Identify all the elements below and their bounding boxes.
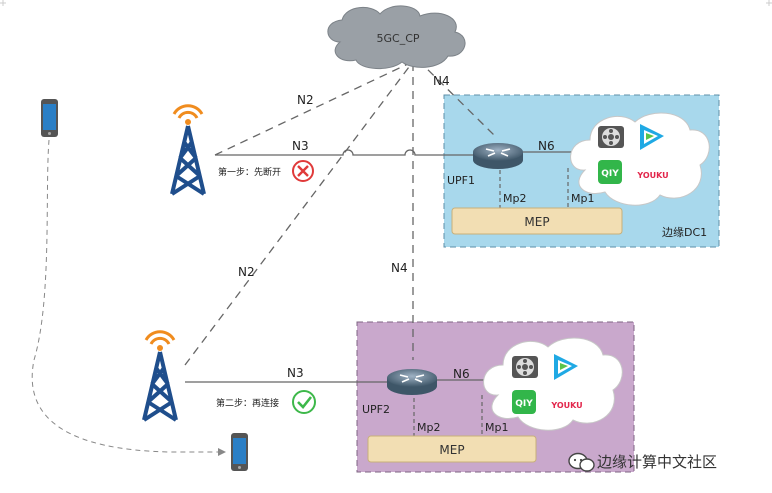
phone-icon [231,433,248,471]
n6-lower-label: N6 [453,367,470,381]
phone-icon [41,99,58,137]
youku-icon: YOUKU [550,401,582,410]
tencent-video-icon [640,124,664,150]
step1-label: 第一步：先断开 [218,166,281,178]
arrow-head-icon [218,448,226,456]
iqiyi-logo-text: QIY [601,169,619,179]
cloud-icon [327,5,466,69]
mp1-lower-label: Mp1 [485,421,508,434]
n6-upper-label: N6 [538,139,555,153]
mp2-upper-label: Mp2 [503,192,526,205]
n4-top-label: N4 [433,74,450,88]
n3-lower-label: N3 [287,366,304,380]
mep-upper-label: MEP [524,215,549,229]
iqiyi-icon: QIY [598,160,622,184]
n4-upper-link [417,59,498,139]
upf1-label: UPF1 [447,174,475,187]
tower-icon [142,330,178,422]
step2-label: 第二步：再连接 [216,397,279,409]
n2-lower-link [184,62,413,366]
n2-lower-label: N2 [238,265,255,279]
ue-movement-path [31,139,222,453]
wechat-icon [568,452,595,472]
mp1-upper-label: Mp1 [571,192,594,205]
control-plane-links [184,59,498,366]
check-icon [292,390,316,414]
n3-upper-label: N3 [292,139,309,153]
corner-mark [0,0,6,6]
video-reel-icon [598,126,624,148]
youku-icon: YOUKU [636,171,668,180]
video-reel-icon [512,356,538,378]
upf2-label: UPF2 [362,403,390,416]
cloud-label: 5GC_CP [376,32,419,45]
router-icon [473,143,523,169]
cross-icon [292,160,314,182]
corner-mark [766,0,772,6]
mep-lower-label: MEP [439,443,464,457]
mep-lower-box [367,435,537,463]
iqiyi-logo-text: QIY [515,399,533,409]
iqiyi-icon: QIY [512,390,536,414]
tencent-video-icon [554,354,578,380]
n2-upper-label: N2 [297,93,314,107]
router-icon [387,369,437,395]
n4-mid-label: N4 [391,261,408,275]
n3-upper-link [215,149,475,156]
tower-icon [170,104,206,196]
mep-upper-box [451,207,623,235]
mp2-lower-label: Mp2 [417,421,440,434]
n2-upper-link [214,62,411,156]
dc1-label: 边缘DC1 [662,226,707,239]
watermark-text: 边缘计算中文社区 [597,453,717,471]
